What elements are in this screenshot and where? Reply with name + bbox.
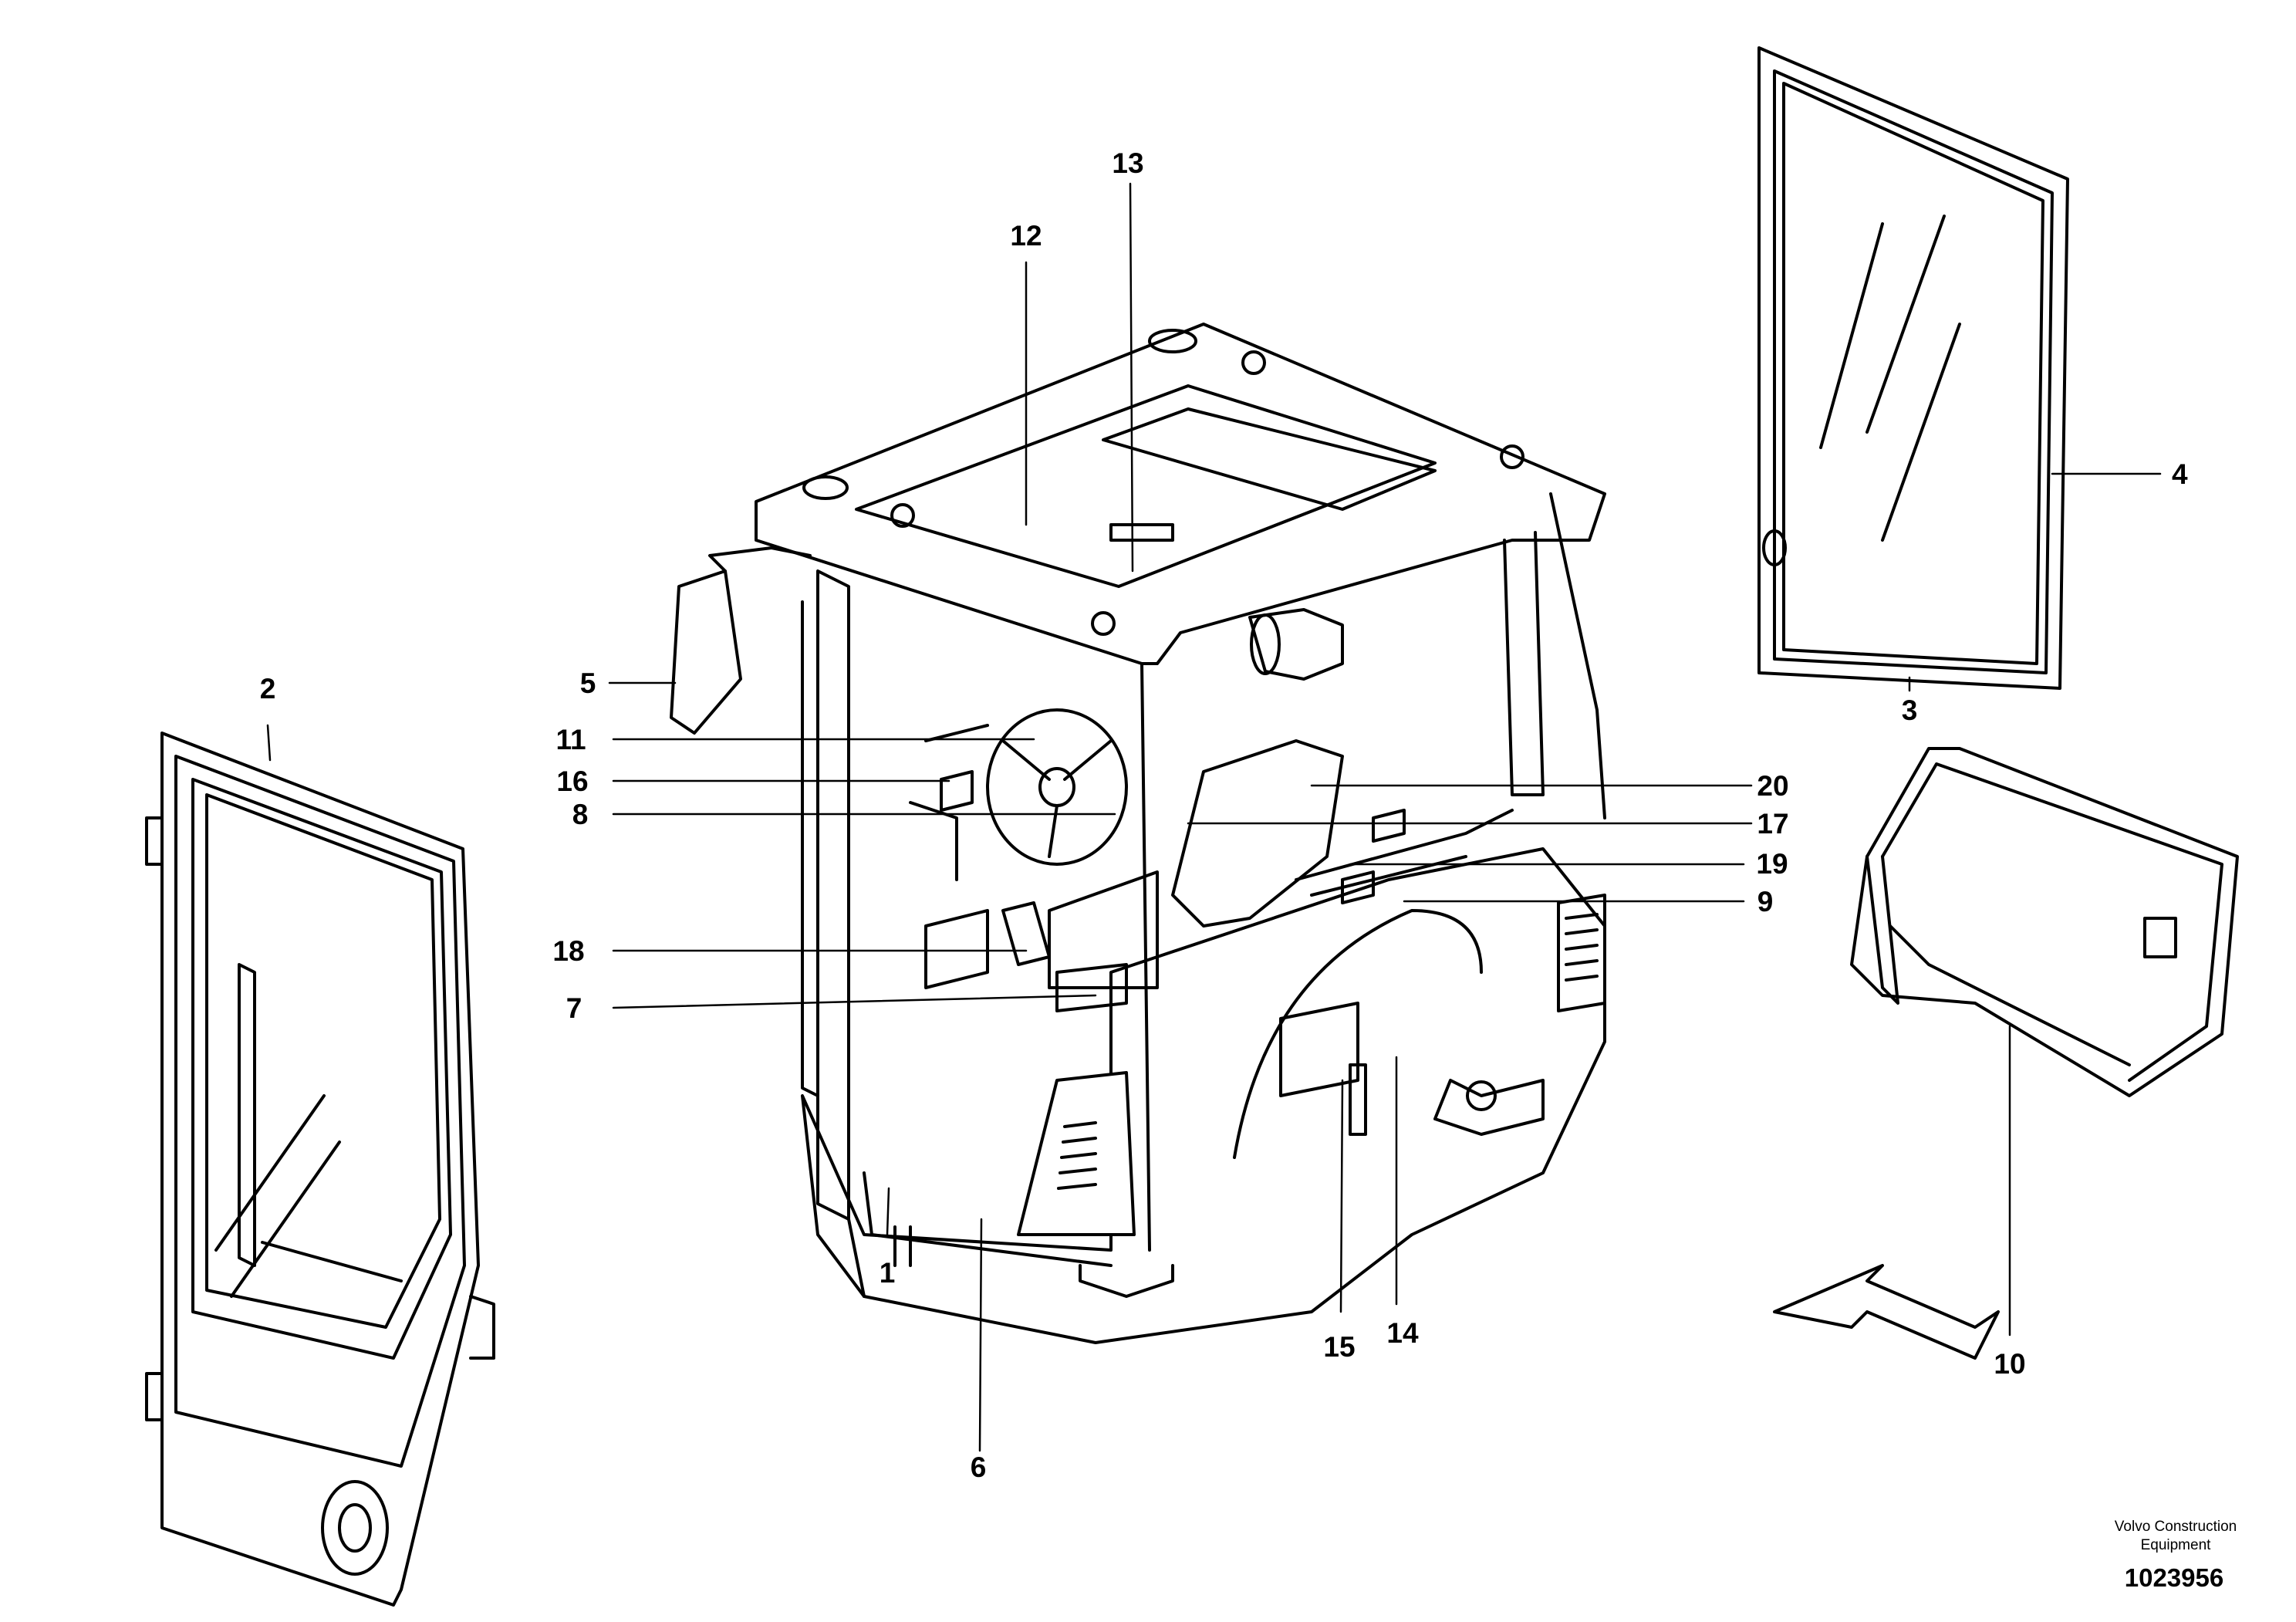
cab-roof [755,323,1606,665]
figure-part-number: 1023956 [2125,1563,2223,1592]
callout-7: 7 [566,992,582,1024]
arrow-right-icon [1773,1264,2000,1360]
cab-interior [909,708,1514,1012]
callout-13: 13 [1112,147,1143,179]
glass-pane [1757,46,2069,690]
credit-line-2: Equipment [2141,1537,2212,1553]
callout-8: 8 [572,799,589,830]
callout-5: 5 [580,667,596,699]
callout-6: 6 [971,1451,987,1483]
leader-lines [266,182,2162,1452]
seat [1171,739,1344,928]
cab-door [145,732,495,1607]
side-cover [1850,747,2239,1097]
side-panel [1017,1071,1136,1236]
callout-12: 12 [1010,220,1042,252]
callout-1: 1 [880,1257,896,1289]
callout-10: 10 [1994,1348,2025,1380]
callout-18: 18 [552,935,584,967]
steering-wheel [986,708,1128,866]
callout-2: 2 [260,673,276,705]
rear-view-mirror [670,546,812,735]
callout-3: 3 [1902,694,1918,726]
callout-16: 16 [556,765,588,797]
callout-9: 9 [1757,886,1774,917]
callout-labels: 1 2 3 4 5 6 7 8 9 10 11 12 13 14 15 16 1… [260,147,2188,1483]
callout-11: 11 [555,724,586,755]
callout-4: 4 [2172,458,2188,490]
callout-19: 19 [1756,848,1788,880]
credit-line-1: Volvo Construction [2115,1519,2237,1535]
callout-17: 17 [1757,808,1788,840]
callout-15: 15 [1323,1331,1355,1363]
cab-frame [755,323,1606,1344]
figure-credit: Volvo Construction Equipment 1023956 [2115,1519,2237,1592]
callout-20: 20 [1757,770,1788,802]
callout-14: 14 [1386,1317,1419,1349]
